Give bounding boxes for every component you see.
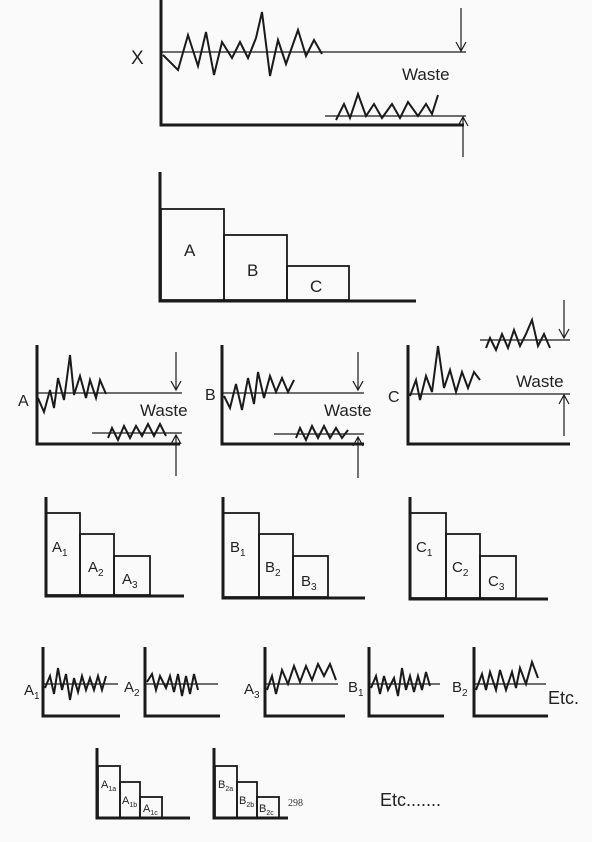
level2-c-waste: Waste (516, 372, 564, 391)
svg-text:B2: B2 (265, 559, 281, 579)
level2-bars-a: A1 A2 A3 (44, 497, 184, 598)
level3-plot-a3: A3 (244, 647, 345, 718)
final-etc: Etc....... (380, 790, 441, 810)
svg-text:B1: B1 (230, 539, 246, 559)
level2-plot-a: A Waste (18, 345, 188, 476)
level3-bars-b: B2a B2b B2c (212, 748, 288, 820)
level2-c-label: C (388, 389, 400, 406)
top-axes (159, 0, 464, 127)
svg-text:B2c: B2c (259, 803, 274, 817)
svg-text:A3: A3 (244, 681, 260, 701)
svg-text:A1: A1 (52, 539, 68, 559)
svg-text:C3: C3 (488, 573, 505, 593)
level3-plot-b1: B1 (348, 647, 444, 718)
svg-text:A1: A1 (24, 682, 40, 702)
svg-text:A1b: A1b (122, 795, 137, 809)
svg-text:A1a: A1a (101, 779, 116, 793)
page-number: 298 (288, 798, 303, 809)
svg-text:A2: A2 (88, 559, 104, 579)
svg-text:C1: C1 (416, 539, 433, 559)
level2-plot-b: B Waste (205, 345, 372, 478)
level3-plot-b2: B2 (452, 647, 548, 718)
level3-bars-a: A1a A1b A1c (95, 748, 190, 820)
level2-b-waste: Waste (324, 401, 372, 420)
bar-c (286, 265, 350, 301)
level2-a-waste: Waste (140, 401, 188, 420)
level3-plot-a1: A1 (24, 647, 120, 718)
top-waste-signal (335, 90, 439, 121)
bar-c-label: C (310, 277, 322, 296)
level1-bars: A B C (158, 172, 416, 303)
level3-etc: Etc. (548, 688, 579, 708)
bar-a-label: A (184, 241, 196, 260)
svg-text:B3: B3 (301, 573, 317, 593)
svg-text:A2: A2 (124, 679, 140, 699)
top-x-label: X (131, 48, 144, 69)
top-signal (162, 11, 323, 77)
level2-bars-c: C1 C2 C3 (408, 497, 548, 601)
svg-text:A1c: A1c (143, 803, 158, 817)
level1-axes (158, 172, 416, 303)
level2-bars-b: B1 B2 B3 (221, 497, 365, 600)
svg-text:C2: C2 (452, 559, 469, 579)
top-waste-label: Waste (402, 65, 450, 84)
svg-text:B2: B2 (452, 679, 468, 699)
bar-b-label: B (247, 261, 258, 280)
level3-plot-a2: A2 (124, 647, 220, 718)
level2-b-label: B (205, 387, 216, 404)
svg-text:B1: B1 (348, 679, 364, 699)
svg-text:B2a: B2a (218, 779, 233, 793)
svg-text:B2b: B2b (239, 795, 254, 809)
level2-a-label: A (18, 393, 29, 410)
svg-text:A3: A3 (122, 571, 138, 591)
level2-plot-c: C Waste (388, 300, 570, 446)
top-plot: X Waste (131, 0, 469, 157)
